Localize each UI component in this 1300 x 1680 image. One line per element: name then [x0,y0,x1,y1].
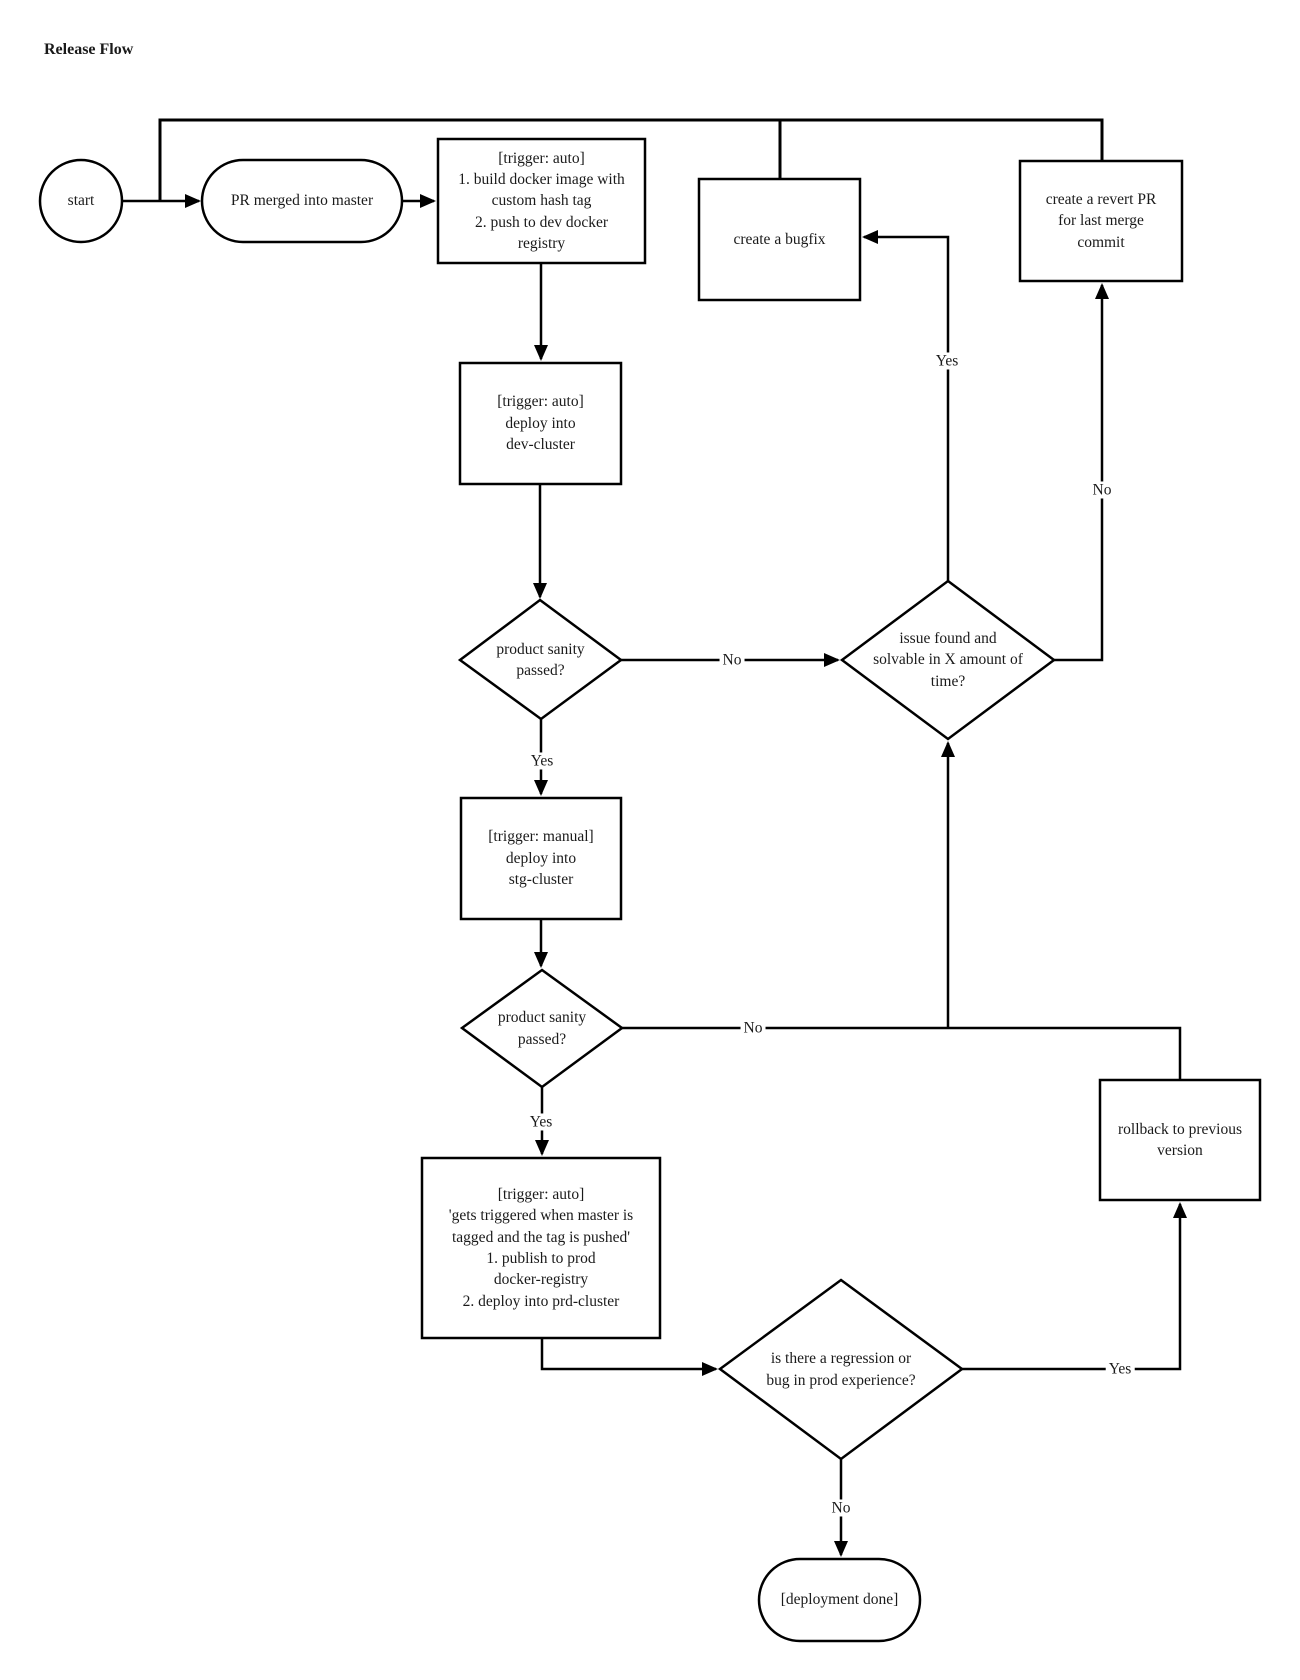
deploy-stg-node: [trigger: manual] deploy into stg-cluste… [488,828,594,889]
bugfix-node-shape [697,177,862,302]
deployment-done-node-shape [757,1557,922,1643]
regression-decision-shape [717,1278,965,1461]
edge-label-sanity-stg-yes: Yes [526,1113,556,1131]
deploy-dev-node-shape [458,361,623,486]
rollback-node-shape [1098,1078,1262,1202]
sanity-stg-decision: product sanity passed? [497,1009,587,1048]
issue-solvable-decision: issue found and solvable in X amount of … [873,629,1023,690]
start-node-shape [38,158,124,244]
build-push-node: [trigger: auto] 1. build docker image wi… [458,149,625,253]
bugfix-node: create a bugfix [733,230,826,248]
edge-regression-yes-to-rollback [962,1202,1187,1371]
edge-issue-no-to-revert [1054,283,1109,662]
revert-pr-node-shape [1018,159,1184,283]
deploy-dev-node: [trigger: auto] deploy into dev-cluster [497,393,584,454]
build-push-node-shape [436,137,647,265]
deploy-stg-node-shape [459,796,623,921]
revert-pr-node: create a revert PR for last merge commit [1045,190,1157,251]
edge-label-issue-no: No [1089,481,1115,499]
edge-sanity-stg-no [622,1026,1182,1080]
rollback-node: rollback to previous version [1118,1120,1242,1159]
edge-label-issue-yes: Yes [932,352,962,370]
edge-issue-yes-to-bugfix [862,230,950,581]
edge-prd-to-regression [540,1338,718,1376]
edge-label-sanity-dev-yes: Yes [527,752,557,770]
edge-label-regression-yes: Yes [1105,1360,1135,1378]
edge-label-sanity-stg-no: No [740,1019,766,1037]
regression-decision: is there a regression or bug in prod exp… [766,1350,916,1389]
issue-solvable-decision-shape [839,579,1057,741]
pr-merged-node: PR merged into master [230,192,374,210]
deploy-prd-node-shape [420,1156,662,1340]
start-node: start [67,192,95,210]
edge-label-regression-no: No [828,1499,854,1517]
deploy-prd-node: [trigger: auto] 'gets triggered when mas… [448,1185,634,1310]
page-title: Release Flow [44,41,134,58]
sanity-dev-decision-shape [457,598,624,721]
edge-label-sanity-dev-no: No [719,651,745,669]
edge-loop-back-to-pr [158,118,1104,201]
pr-merged-node-shape [200,158,404,244]
sanity-dev-decision: product sanity passed? [496,640,585,679]
deployment-done-node: [deployment done] [780,1591,899,1609]
sanity-stg-decision-shape [459,968,625,1089]
